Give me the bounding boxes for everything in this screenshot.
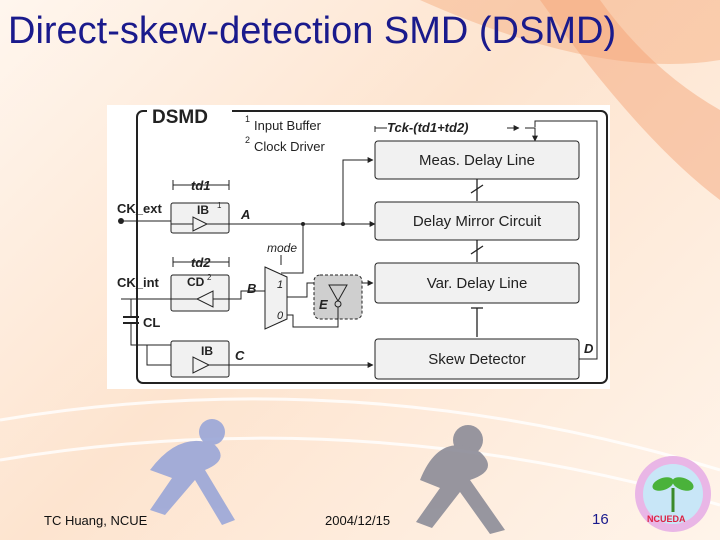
footer-author: TC Huang, NCUE <box>44 513 148 528</box>
var-delay-line-label: Var. Delay Line <box>427 275 528 292</box>
legend-num-1: 1 <box>245 114 250 124</box>
var-delay-line-block <box>374 262 580 304</box>
label-b: B <box>247 281 256 296</box>
mux-label-1: 1 <box>277 279 283 291</box>
dsmd-header-bg <box>147 105 232 125</box>
meas-delay-line-label: Meas. Delay Line <box>419 152 535 169</box>
mode-label: mode <box>267 241 297 255</box>
decorative-track-line <box>0 436 720 507</box>
delay-mirror-circuit-label: Delay Mirror Circuit <box>413 213 542 230</box>
e-inverter-box <box>313 274 363 320</box>
sprout-leaf-right <box>672 477 694 491</box>
bus-mirror-to-var <box>470 240 484 262</box>
ib-label: IB <box>201 344 213 358</box>
sprinter-silhouette-right <box>416 425 505 534</box>
ck-ext-label: CK_ext <box>117 201 162 216</box>
mux-shape <box>264 266 288 330</box>
inverter-icon <box>328 284 348 303</box>
bus-meas-to-mirror <box>470 179 484 201</box>
ib1-box <box>170 202 230 234</box>
ck-int-label: CK_int <box>117 275 160 290</box>
footer-date: 2004/12/15 <box>325 513 391 528</box>
ib1-label: IB <box>197 203 209 217</box>
decorative-track-line <box>0 397 720 472</box>
cd2-label: CD <box>187 275 205 289</box>
wire-a-to-meas <box>342 157 374 224</box>
td2-label: td2 <box>191 255 211 270</box>
buffer-icon <box>192 356 211 374</box>
legend-clock-driver: Clock Driver <box>254 139 325 154</box>
label-a: A <box>240 207 250 222</box>
dsmd-boundary <box>136 110 608 384</box>
cl-label: CL <box>143 315 160 330</box>
cd2-box <box>170 274 230 312</box>
cd2-sup: 2 <box>207 273 212 282</box>
bus-skew-to-var <box>471 307 483 337</box>
page-number: 16 <box>592 511 609 528</box>
tck-feedback-line <box>525 127 538 142</box>
logo-text: NCUEDA <box>647 514 686 524</box>
ib-box <box>170 340 230 378</box>
decorative-swoosh <box>540 0 720 200</box>
tck-label: Tck-(td1+td2) <box>387 120 469 135</box>
wire-e-to-mux <box>287 307 339 328</box>
legend-num-2: 2 <box>245 135 250 145</box>
feedback-line-d <box>534 120 598 360</box>
td1-label: td1 <box>191 178 211 193</box>
slide-title: Direct-skew-detection SMD (DSMD) <box>8 10 617 52</box>
label-d: D <box>584 341 594 356</box>
mux-label-0: 0 <box>277 310 284 322</box>
wire-a-to-mux <box>281 224 304 274</box>
ncueda-logo <box>635 456 711 532</box>
sprout-leaf-left <box>652 477 674 491</box>
skew-detector-label: Skew Detector <box>428 351 526 368</box>
decorative-swoosh <box>420 0 720 64</box>
label-c: C <box>235 348 245 363</box>
dsmd-block-diagram: DSMD 1 Input Buffer 2 Clock Driver Tck-(… <box>107 105 610 389</box>
legend-input-buffer: Input Buffer <box>254 118 322 133</box>
ib1-sup: 1 <box>217 201 222 210</box>
wire-cd2-to-mux <box>213 290 279 300</box>
label-e: E <box>319 297 328 312</box>
wire-cl-to-ib <box>130 331 171 366</box>
dsmd-header: DSMD <box>152 107 208 128</box>
sprinter-silhouette-left <box>150 419 235 525</box>
